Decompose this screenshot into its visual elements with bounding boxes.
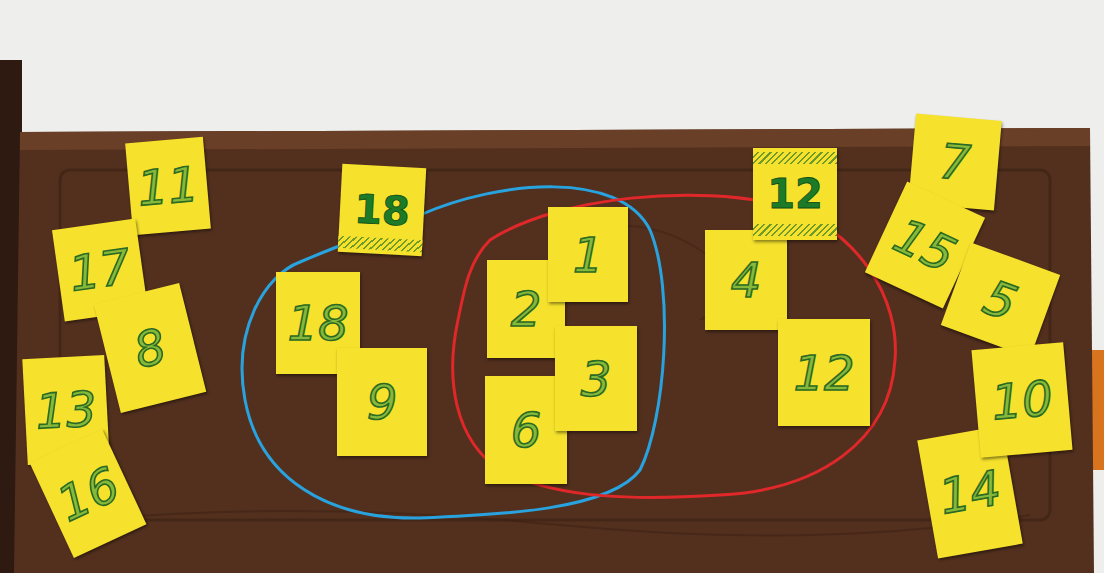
number-card: 10 <box>971 342 1072 458</box>
card-number: 10 <box>989 373 1054 426</box>
hatched-band <box>338 236 423 252</box>
card-number: 2 <box>511 285 542 333</box>
card-number: 18 <box>353 189 411 232</box>
hatched-band <box>753 152 837 164</box>
card-number: 9 <box>367 378 398 426</box>
table-top <box>14 128 1094 573</box>
header-card: 12 <box>753 148 837 240</box>
card-number: 7 <box>938 137 973 187</box>
card-number: 3 <box>581 355 612 403</box>
header-card: 18 <box>338 164 426 256</box>
card-number: 15 <box>887 210 963 279</box>
red-loop <box>453 195 896 497</box>
card-number: 13 <box>34 384 98 435</box>
number-card: 12 <box>778 319 870 426</box>
card-number: 12 <box>793 349 854 397</box>
number-card: 11 <box>125 137 211 235</box>
card-number: 18 <box>287 299 348 347</box>
card-number: 5 <box>978 272 1023 328</box>
card-number: 1 <box>573 231 604 279</box>
card-number: 17 <box>66 242 133 298</box>
number-card: 9 <box>337 348 427 456</box>
card-number: 16 <box>50 459 126 528</box>
number-card: 4 <box>705 230 787 330</box>
number-card: 1 <box>548 207 628 302</box>
card-number: 8 <box>129 321 170 375</box>
card-number: 6 <box>511 406 542 454</box>
number-card: 3 <box>555 326 637 431</box>
hatched-band <box>753 224 837 236</box>
card-number: 12 <box>767 174 823 214</box>
carving-line <box>90 511 1030 535</box>
number-card: 8 <box>94 283 206 413</box>
card-number: 14 <box>936 463 1004 521</box>
card-number: 4 <box>731 256 762 304</box>
card-number: 11 <box>135 159 200 212</box>
